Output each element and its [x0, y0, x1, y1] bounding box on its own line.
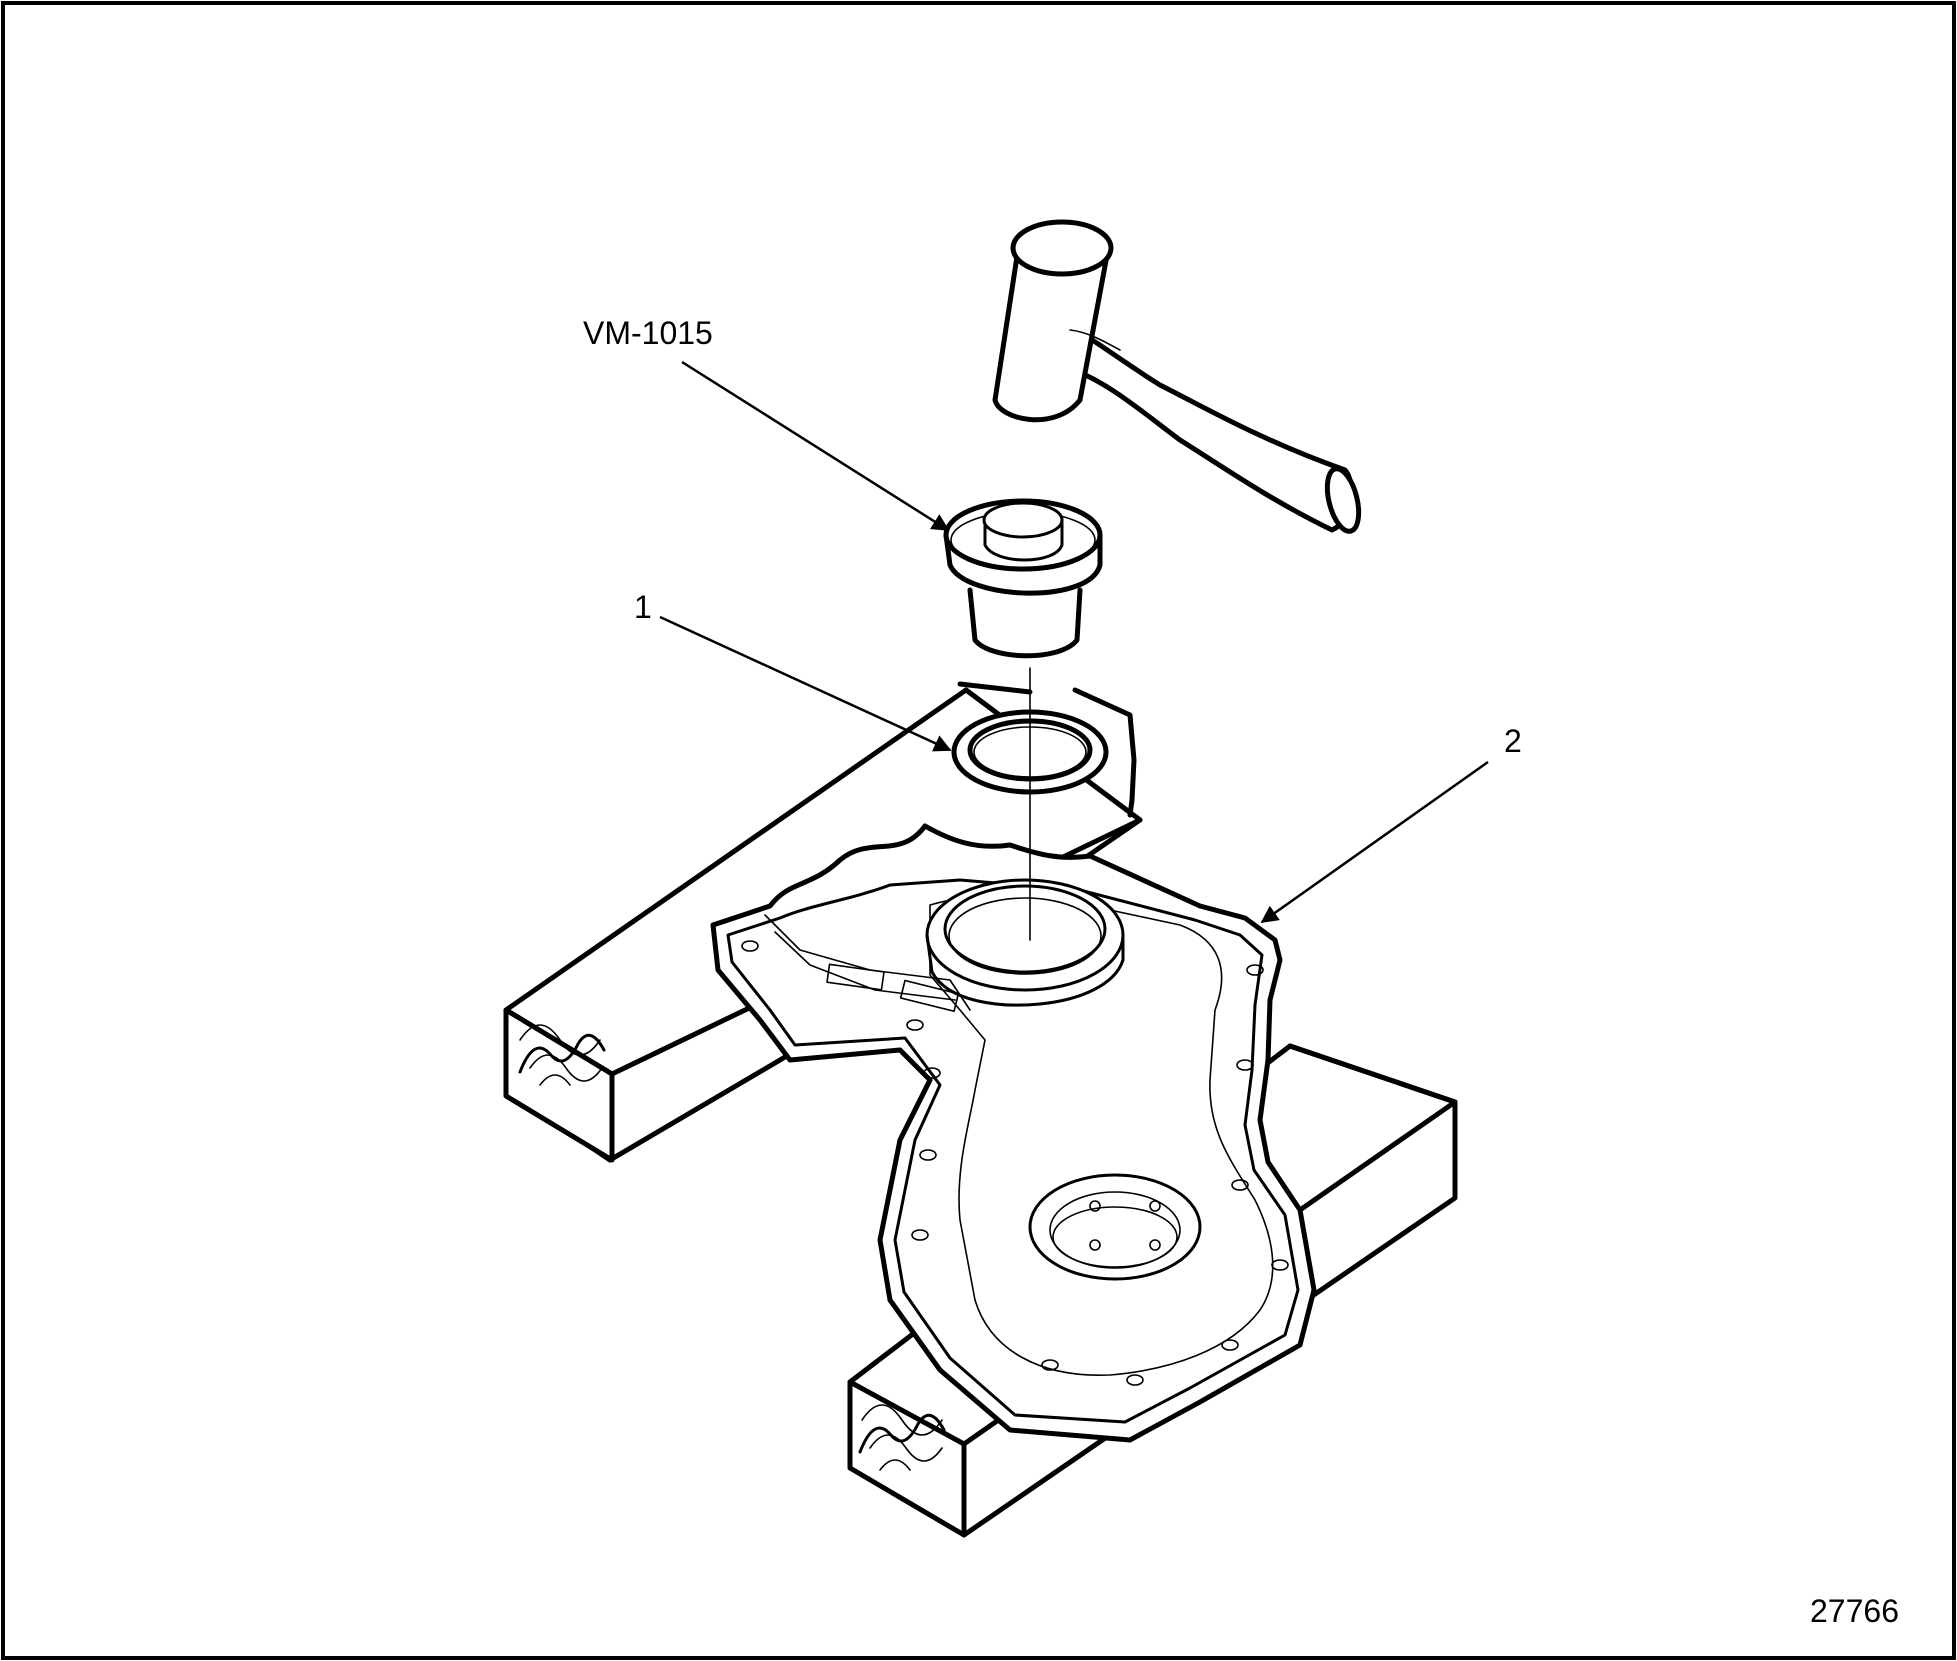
leader-vm1015 — [681, 360, 950, 532]
figure-number: 27766 — [1810, 1593, 1899, 1629]
cutaway-lines — [957, 681, 1137, 818]
leader-part1 — [659, 615, 952, 752]
leader-part2 — [1260, 760, 1489, 924]
label-part1: 1 — [634, 589, 652, 625]
seal-installer-tool — [943, 498, 1103, 659]
label-vm1015: VM-1015 — [583, 315, 713, 351]
mallet — [992, 219, 1362, 534]
engine-front-cover — [710, 823, 1317, 1443]
label-part2: 2 — [1504, 723, 1522, 759]
